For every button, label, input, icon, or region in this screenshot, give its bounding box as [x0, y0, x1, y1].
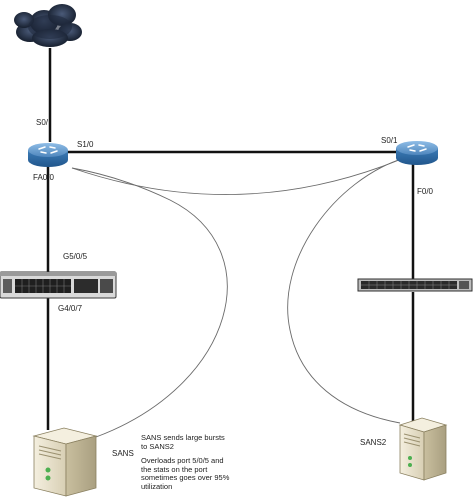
traffic-flow [71, 157, 405, 438]
router1-serial0-label: S0/ [36, 118, 49, 127]
note-line: sometimes goes over 95% [141, 473, 230, 482]
router2-f00-label: F0/0 [417, 187, 434, 196]
switch-icon [357, 278, 473, 292]
router2-serial01-label: S0/1 [381, 136, 398, 145]
note-line: Overloads port 5/0/5 and [141, 456, 224, 465]
note-line: utilization [141, 481, 173, 491]
note-line: to SANS2 [141, 441, 174, 451]
flow-curve-server1-router1 [71, 167, 228, 438]
router-icon [396, 141, 438, 165]
switch1-downlink-port-label: G4/0/7 [58, 304, 83, 313]
flow-curve-router2-server2 [287, 157, 405, 424]
traffic-note: SANS sends large bursts to SANS2 Overloa… [141, 433, 230, 491]
note-line: SANS sends large bursts [141, 433, 225, 442]
router-icon [28, 143, 68, 167]
switch1-uplink-port-label: G5/0/5 [63, 252, 88, 261]
server-icon [32, 427, 98, 497]
note-line: the stats on the port [141, 464, 208, 474]
links [46, 48, 415, 430]
server2-label: SANS2 [360, 438, 387, 447]
flow-curve-router1-router2 [71, 157, 405, 196]
cloud-icon [14, 4, 82, 47]
switch-icon [0, 271, 117, 299]
router1-serial1-label: S1/0 [77, 140, 94, 149]
server-icon [398, 417, 448, 481]
server1-label: SANS [112, 449, 134, 458]
router1-fa00-label: FA0/0 [33, 173, 54, 182]
